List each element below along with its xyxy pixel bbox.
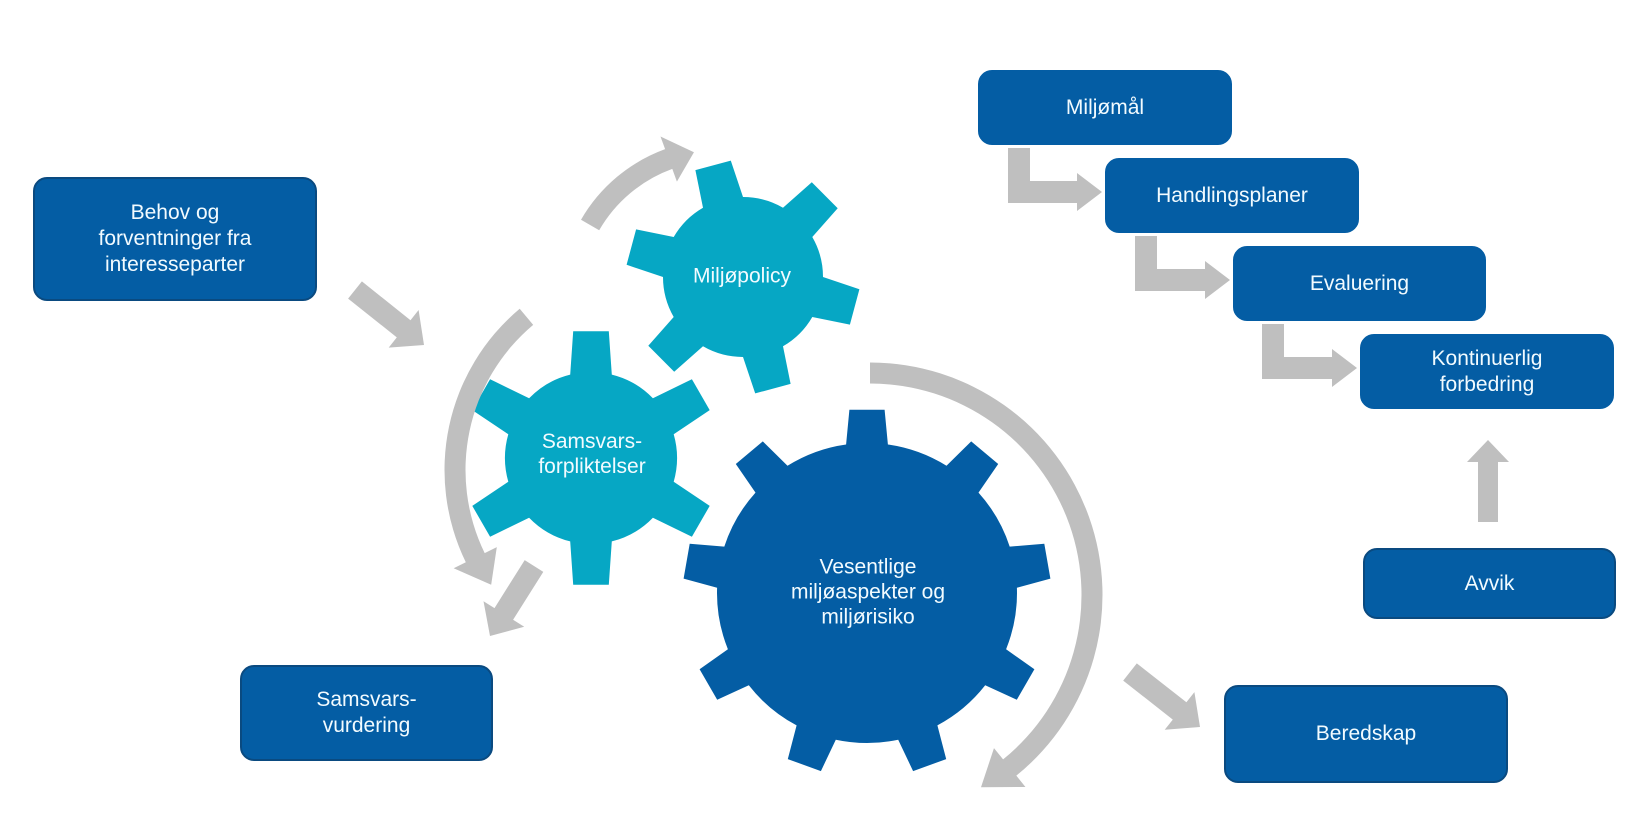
curved-arrow-down-left (444, 308, 534, 585)
gear-policy-label: Miljøpolicy (692, 264, 792, 288)
box-evaluation: Evaluering (1233, 246, 1486, 321)
box-evaluation-label: Evaluering (1309, 271, 1410, 295)
bent-arrow-objectives-to-action-plans (1008, 148, 1102, 211)
curved-arrow-up-to-policy (581, 136, 694, 231)
gear-policy (626, 160, 860, 394)
box-nonconformity: Avvik (1363, 548, 1616, 619)
arrow-to-preparedness (1123, 663, 1200, 730)
box-compliance-evaluation: Samsvars- vurdering (240, 665, 493, 761)
box-nonconformity-label: Avvik (1464, 571, 1515, 595)
box-objectives-label: Miljømål (1065, 95, 1145, 119)
arrow-stakeholders-to-gears (348, 281, 424, 348)
gear-compliance-obligations (472, 331, 710, 585)
box-objectives: Miljømål (978, 70, 1232, 145)
bent-arrow-action-plans-to-evaluation (1135, 236, 1230, 299)
bent-arrow-evaluation-to-improvement (1262, 324, 1357, 387)
box-action-plans-label: Handlingsplaner (1156, 183, 1308, 207)
gear-aspects-risk-label: Vesentlige miljøaspekter og miljørisiko (790, 555, 946, 629)
gear-compliance-obligations-label: Samsvars- forpliktelser (538, 430, 646, 478)
box-continual-improvement-label: Kontinuerlig forbedring (1431, 346, 1543, 396)
curved-arrow-around-big-gear (870, 362, 1103, 788)
box-preparedness: Beredskap (1224, 685, 1508, 783)
box-action-plans: Handlingsplaner (1105, 158, 1359, 233)
arrow-to-compliance-evaluation (483, 560, 544, 636)
gear-aspects-risk (683, 409, 1051, 772)
arrow-nonconformity-up (1467, 440, 1509, 522)
box-preparedness-label: Beredskap (1315, 722, 1417, 745)
box-stakeholders-label: Behov og forventninger fra interessepart… (98, 201, 252, 276)
box-compliance-evaluation-label: Samsvars- vurdering (316, 688, 417, 737)
box-continual-improvement: Kontinuerlig forbedring (1360, 334, 1614, 409)
box-stakeholders: Behov og forventninger fra interessepart… (33, 177, 317, 301)
